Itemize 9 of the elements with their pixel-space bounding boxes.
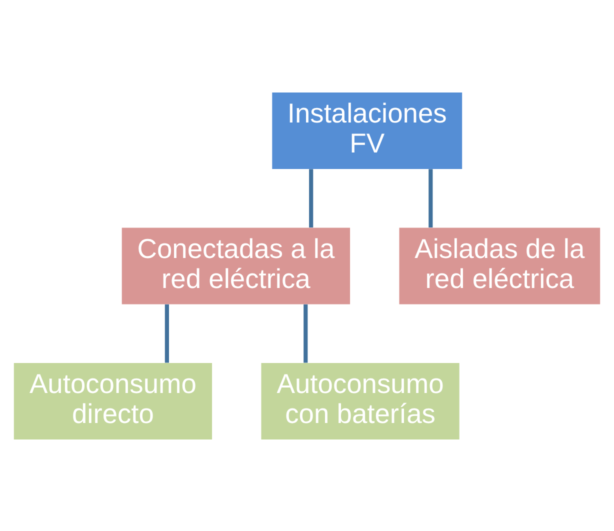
node-box: Conectadas a la red eléctrica: [122, 227, 350, 304]
node-box: Instalaciones FV: [272, 92, 462, 168]
node-box: Autoconsumo directo: [14, 362, 212, 440]
node-box: Autoconsumo con baterías: [261, 362, 460, 440]
connector: [164, 304, 169, 362]
node-box: Aisladas de la red eléctrica: [399, 227, 600, 304]
connector: [309, 168, 314, 227]
connector: [304, 304, 308, 362]
connector: [428, 168, 433, 227]
